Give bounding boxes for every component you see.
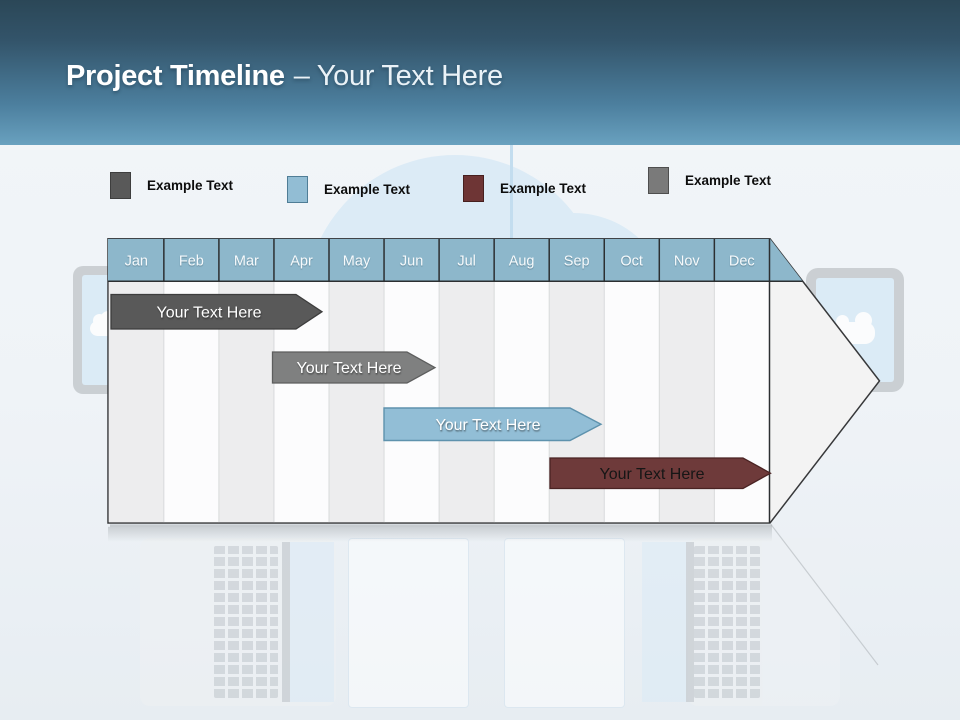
legend-item: Example Text	[463, 175, 586, 202]
task-bars: Your Text Here Your Text Here Your Text …	[110, 293, 772, 490]
task-bar-label: Your Text Here	[436, 417, 541, 434]
laptop-screen	[642, 542, 686, 702]
month-label: Oct	[620, 254, 643, 270]
legend-item: Example Text	[648, 167, 771, 194]
month-label: May	[343, 254, 371, 270]
legend-item: Example Text	[110, 172, 233, 199]
month-label: Sep	[564, 254, 590, 270]
monitor-reflection	[348, 538, 469, 708]
legend-swatch	[110, 172, 131, 199]
task-bar-label: Your Text Here	[297, 360, 402, 377]
month-label: Aug	[509, 254, 535, 270]
title-secondary: – Your Text Here	[293, 60, 503, 92]
title-band	[0, 0, 960, 145]
month-label: Apr	[290, 254, 313, 270]
laptop-screen-edge	[686, 542, 694, 702]
month-label: Mar	[234, 254, 259, 270]
legend-label: Example Text	[147, 178, 234, 193]
task-bar	[271, 351, 437, 384]
connector-line	[510, 145, 513, 240]
table-reflection	[108, 526, 772, 542]
laptop-screen	[290, 542, 334, 702]
legend-swatch	[463, 175, 484, 202]
keyboard-icon	[214, 546, 278, 698]
legend-label: Example Text	[324, 182, 411, 197]
task-bar	[549, 457, 772, 490]
month-label: Jun	[400, 254, 423, 270]
month-label: Feb	[179, 254, 204, 270]
laptop-screen-edge	[282, 542, 290, 702]
monitor-reflection	[504, 538, 625, 708]
legend-label: Example Text	[685, 173, 772, 188]
legend-swatch	[287, 176, 308, 203]
task-bar-label: Your Text Here	[600, 466, 705, 483]
legend-label: Example Text	[500, 181, 587, 196]
month-label: Jul	[457, 254, 476, 270]
month-labels: Jan Feb Mar Apr May Jun Jul Aug Sep Oct …	[125, 254, 755, 270]
arrow-reflection-edge	[770, 524, 879, 666]
title-primary: Project Timeline	[66, 60, 285, 92]
task-bar-label: Your Text Here	[157, 305, 262, 322]
slide-title: Project Timeline– Your Text Here	[66, 60, 503, 93]
legend-item: Example Text	[287, 176, 410, 203]
keyboard-icon	[694, 546, 760, 698]
month-label: Nov	[674, 254, 701, 270]
task-bar	[110, 293, 324, 330]
month-label: Dec	[729, 254, 755, 270]
month-label: Jan	[125, 254, 148, 270]
task-bar	[383, 407, 603, 442]
month-header-band	[108, 238, 810, 282]
legend-swatch	[648, 167, 669, 194]
month-header-borders	[108, 239, 808, 523]
